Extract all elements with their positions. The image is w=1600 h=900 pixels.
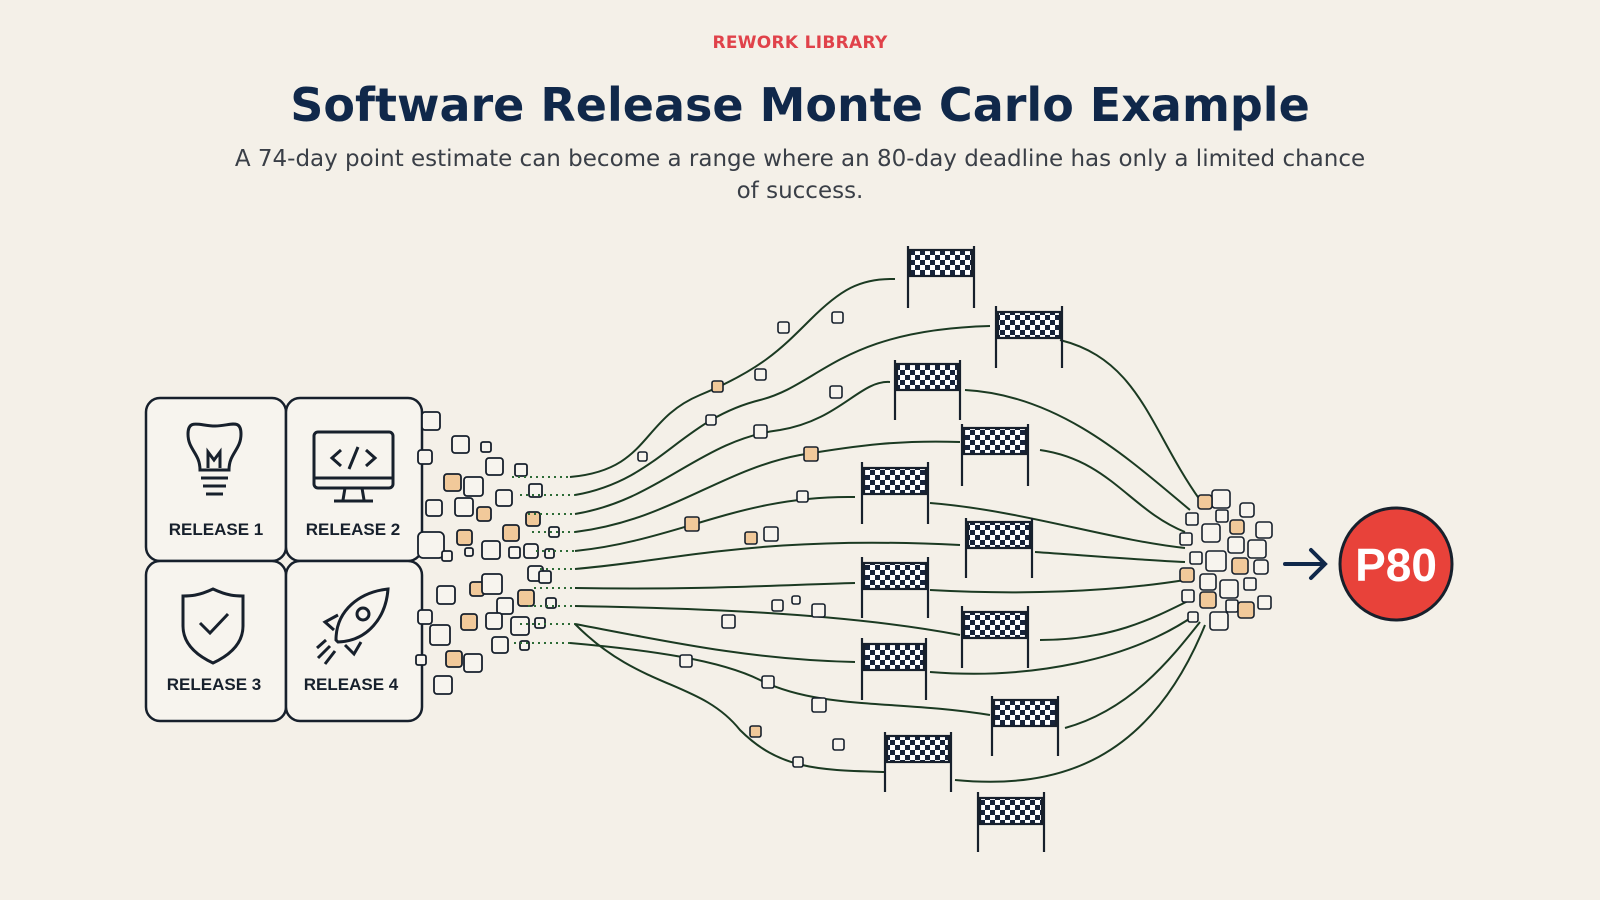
finish-flag-icon (960, 424, 1030, 486)
release-tile-3: RELEASE 3 (144, 559, 288, 723)
release-label-2: RELEASE 2 (306, 520, 400, 539)
arrow-right-icon (1283, 548, 1328, 580)
simulation-paths (569, 277, 1206, 783)
page-subtitle: A 74-day point estimate can become a ran… (234, 146, 1366, 204)
shield-check-icon (181, 587, 245, 665)
release-label-1: RELEASE 1 (169, 520, 263, 539)
page-title: Software Release Monte Carlo Example (290, 78, 1310, 132)
lightbulb-icon (186, 422, 243, 496)
finish-flag-icon (994, 306, 1064, 368)
eyebrow: REWORK LIBRARY (712, 33, 888, 53)
rocket-icon (316, 587, 390, 665)
release-tile-4: RELEASE 4 (284, 559, 424, 723)
finish-flag-icon (960, 606, 1030, 668)
finish-flag-icon (964, 518, 1034, 578)
finish-flag-icon (976, 792, 1046, 852)
release-grid: RELEASE 1 RELEASE 2 RELEASE 3 (144, 396, 424, 723)
simulation-starts (512, 476, 575, 644)
p80-badge: P80 (1338, 506, 1454, 622)
release-tile-1: RELEASE 1 (144, 396, 288, 563)
finish-line-flags (860, 246, 1064, 852)
finish-flag-icon (860, 557, 930, 618)
finish-flag-icon (883, 732, 953, 792)
finish-flag-icon (990, 696, 1060, 756)
finish-flag-icon (860, 638, 928, 700)
result-cluster (1179, 489, 1273, 631)
path-samples (637, 311, 845, 768)
release-label-3: RELEASE 3 (167, 675, 261, 694)
release-label-4: RELEASE 4 (304, 675, 399, 694)
release-tile-2: RELEASE 2 (284, 396, 424, 563)
code-monitor-icon (312, 430, 395, 503)
finish-flag-icon (893, 360, 962, 420)
sample-particles (415, 411, 560, 695)
finish-flag-icon (860, 462, 930, 524)
finish-flag-icon (906, 246, 976, 308)
p80-label: P80 (1355, 539, 1437, 591)
